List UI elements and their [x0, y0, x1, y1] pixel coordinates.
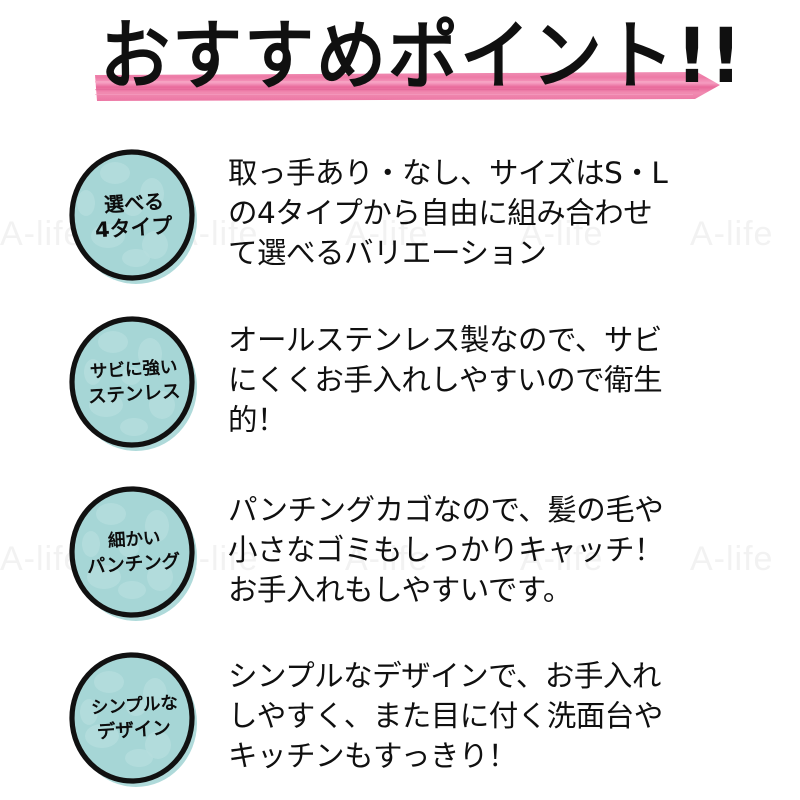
feature-badge-line-1: 選べる — [103, 189, 165, 217]
feature-badge-line-1: シンプルな — [89, 693, 179, 719]
feature-description-line: 小さなゴミもしっかりキャッチ！ — [228, 533, 664, 567]
highlighter-stroke-icon — [95, 72, 720, 101]
feature-description: オールステンレス製なので、サビにくくお手入れしやすいので衛生的！ — [228, 320, 788, 440]
feature-description-line: て選べるバリエーション — [228, 236, 547, 270]
feature-badge-labels: シンプルなデザイン — [66, 648, 202, 790]
feature-description: シンプルなデザインで、お手入れしやすく、また目に付く洗面台やキッチンもすっきり！ — [228, 656, 788, 776]
feature-description-line: しやすく、また目に付く洗面台や — [228, 699, 663, 733]
feature-badge-line-2: パンチング — [86, 551, 182, 578]
feature-badge: 細かいパンチング — [66, 482, 202, 624]
feature-description-line: オールステンレス製なので、サビ — [228, 323, 662, 357]
feature-description-line: の4タイプから自由に組み合わせ — [228, 196, 653, 230]
feature-description: パンチングカゴなので、髪の毛や小さなゴミもしっかりキャッチ！ お手入れもしやすいで… — [228, 490, 788, 610]
feature-badge-line-2: 4タイプ — [94, 213, 174, 243]
page-title-block: おすすめポイント!! — [0, 0, 800, 130]
feature-badge-line-2: デザイン — [96, 717, 172, 744]
feature-badge: シンプルなデザイン — [66, 648, 202, 790]
feature-badge-labels: 細かいパンチング — [66, 482, 202, 624]
feature-description-line: にくくお手入れしやすいので衛生 — [228, 363, 663, 397]
feature-description-line: パンチングカゴなので、髪の毛や — [228, 493, 664, 527]
feature-description-line: キッチンもすっきり！ — [228, 739, 517, 773]
feature-description: 取っ手あり・なし、サイズはS・L の4タイプから自由に組み合わせて選べるバリエーシ… — [228, 153, 788, 273]
feature-badge-line-1: 細かい — [107, 528, 161, 552]
feature-badge-line-1: サビに強い — [89, 357, 179, 383]
feature-description-line: お手入れもしやすいです。 — [228, 573, 572, 607]
feature-description-line: 的！ — [228, 403, 287, 437]
feature-badge: サビに強いステンレス — [66, 312, 202, 454]
feature-badge-labels: サビに強いステンレス — [66, 312, 202, 454]
feature-description-line: 取っ手あり・なし、サイズはS・L — [228, 156, 668, 190]
feature-badge-line-2: ステンレス — [87, 381, 181, 408]
page-title: おすすめポイント!! — [100, 11, 744, 101]
feature-description-line: シンプルなデザインで、お手入れ — [228, 659, 661, 693]
